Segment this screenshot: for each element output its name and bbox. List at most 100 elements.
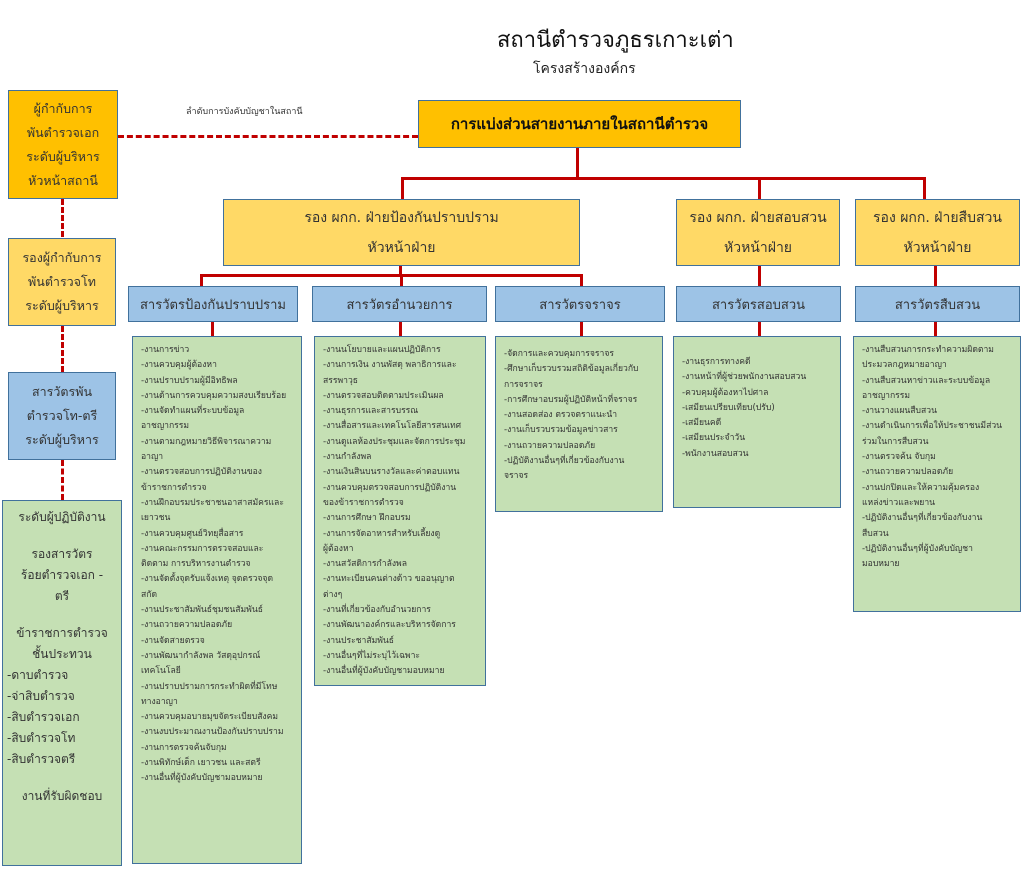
prevention-connector: [399, 266, 402, 276]
task-item: -งานการข่าว: [141, 345, 190, 355]
task-item: -ควบคุมผู้ต้องหาไปศาล: [682, 387, 769, 398]
task-item: อาชญากรรม: [862, 390, 911, 401]
task-item: -งานพิทักษ์เด็ก เยาวชน และสตรี: [141, 758, 261, 769]
task-item: -งานปราบปรามผู้มีอิทธิพล: [141, 375, 238, 386]
command-chain-label: ลำดับการบังคับบัญชาในสถานี: [186, 107, 303, 117]
chain-connector-1: [61, 199, 64, 237]
section-label: สารวัตรป้องกันปราบปราม: [140, 297, 286, 313]
task-item: -งานเงินสินบนรางวัลและค่าตอบแทน: [323, 467, 460, 478]
sub-inspector-line: ร้อยตำรวจเอก -: [20, 568, 104, 582]
rank-item: -สิบตำรวจเอก: [7, 710, 80, 724]
chief-line: พันตำรวจเอก: [26, 124, 100, 140]
task-item: -ปฏิบัติงานอื่นๆที่เกี่ยวข้องกับงาน: [862, 513, 983, 524]
task-item: อาญา: [141, 452, 164, 463]
task-item: -งานสืบสวนหาข่าวและระบบข้อมูล: [862, 375, 991, 386]
task-item: จราจร: [504, 471, 529, 482]
division-drop-1: [401, 177, 404, 199]
task-item: -ปฏิบัติงานอื่นๆที่ผู้บังคับบัญชา: [862, 543, 973, 554]
section-drop-1: [200, 274, 203, 286]
task-item: -งานสื่อสารและเทคโนโลยีสารสนเทศ: [323, 421, 462, 432]
task-item: สืบสวน: [862, 528, 889, 539]
responsibility-label: งานที่รับผิดชอบ: [21, 789, 103, 803]
task-item: ร่วมในการสืบสวน: [862, 436, 929, 447]
tasks-investigation: -งานสืบสวนการกระทำความผิดตามประมวลกฎหมาย…: [853, 336, 1021, 612]
section-drop-2: [400, 274, 403, 286]
task-item: -จัดการและควบคุมการจราจร: [504, 349, 614, 359]
division-title: รอง ผกก. ฝ่ายป้องกันปราบปราม: [304, 209, 499, 226]
task-item: สรรพาวุธ: [323, 375, 359, 386]
section-prevention: สารวัตรป้องกันปราบปราม: [128, 286, 298, 322]
division-inquiry-box: รอง ผกก. ฝ่ายสอบสวน หัวหน้าฝ่าย: [676, 199, 840, 266]
section-label: สารวัตรจราจร: [539, 297, 621, 313]
task-item: -ศึกษาเก็บรวบรวมสถิติข้อมูลเกี่ยวกับ: [504, 364, 639, 375]
task-item: -งานคณะกรรมการตรวจสอบและ: [141, 543, 264, 554]
task-item: -เสมียนประจำวัน: [682, 433, 746, 444]
section-drop-3: [580, 274, 583, 286]
task-item: -งานถวายความปลอดภัย: [504, 440, 596, 451]
task-connector-5: [934, 322, 937, 336]
deputy-box: รองผู้กำกับการ พันตำรวจโท ระดับผู้บริหาร: [8, 238, 116, 326]
task-item: -เสมียนเปรียบเทียบ(ปรับ): [682, 402, 775, 413]
task-item: -งานประชาสัมพันธ์ชุมชนสัมพันธ์: [141, 605, 263, 616]
section-label: สารวัตรสืบสวน: [894, 297, 981, 313]
division-subtitle: หัวหน้าฝ่าย: [903, 239, 972, 256]
chief-box: ผู้กำกับการ พันตำรวจเอก ระดับผู้บริหาร ห…: [8, 90, 118, 199]
task-item: -งานธุรการและสารบรรณ: [323, 406, 419, 417]
task-item: ผู้ต้องหา: [323, 543, 354, 554]
page-subtitle: โครงสร้างองค์กร: [533, 61, 636, 77]
task-item: -งานตามกฎหมายวิธีพิจารณาความ: [141, 436, 272, 447]
section-label: สารวัตรอำนวยการ: [346, 297, 453, 313]
division-bus: [401, 177, 926, 180]
tasks-traffic: -จัดการและควบคุมการจราจร -ศึกษาเก็บรวบรวม…: [495, 336, 663, 512]
task-connector-3: [580, 322, 583, 336]
task-item: -งานพัฒนาองค์กรและบริหารจัดการ: [323, 620, 456, 631]
task-item: -งานวางแผนสืบสวน: [862, 406, 937, 417]
nco-heading: ข้าราชการตำรวจ: [16, 626, 108, 640]
task-item: -งานจัดสายตรวจ: [141, 635, 205, 646]
task-item: -งานประชาสัมพันธ์: [323, 635, 395, 646]
operational-heading: ระดับผู้ปฏิบัติงาน: [18, 510, 106, 524]
task-item: -งานตรวจสอบติดตามประเมินผล: [323, 390, 444, 401]
task-item: ทางอาญา: [141, 696, 178, 707]
section-traffic: สารวัตรจราจร: [495, 286, 665, 322]
task-item: -งานกำลังพล: [323, 452, 372, 463]
task-item: -การศึกษาอบรมผู้ปฏิบัติหน้าที่จราจร: [504, 394, 638, 405]
task-item: แหล่งข่าวและพยาน: [862, 497, 936, 508]
task-item: ติดตาม การบริหารงานตำรวจ: [141, 559, 251, 570]
rank-item: -จ่าสิบตำรวจ: [7, 689, 75, 703]
division-drop-2: [758, 177, 761, 199]
task-item: -งานจัดทำแผนที่ระบบข้อมูล: [141, 406, 245, 417]
inspector-box: สารวัตรพัน ตำรวจโท-ตรี ระดับผู้บริหาร: [8, 372, 116, 460]
root-label: การแบ่งส่วนสายงานภายในสถานีตำรวจ: [450, 115, 709, 133]
investigation-connector: [934, 266, 937, 286]
deputy-line: พันตำรวจโท: [28, 274, 96, 289]
task-item: มอบหมาย: [862, 559, 900, 570]
task-item: -งานฝึกอบรมประชาชนอาสาสมัครและ: [141, 497, 284, 508]
division-prevention-box: รอง ผกก. ฝ่ายป้องกันปราบปราม หัวหน้าฝ่าย: [223, 199, 580, 266]
task-connector-2: [399, 322, 402, 336]
nco-heading: ชั้นประทวน: [32, 647, 92, 661]
deputy-line: ระดับผู้บริหาร: [25, 298, 99, 313]
task-item: เยาวชน: [141, 513, 171, 524]
section-administration: สารวัตรอำนวยการ: [312, 286, 487, 322]
task-item: -งานพัฒนากำลังพล วัสดุอุปกรณ์: [141, 650, 261, 661]
task-item: ของข้าราชการตำรวจ: [323, 497, 404, 508]
tasks-administration: -งานนโยบายและแผนปฏิบัติการ-งานการเงิน งา…: [314, 336, 486, 686]
division-subtitle: หัวหน้าฝ่าย: [723, 239, 793, 256]
task-item: -งานควบคุมศูนย์วิทยุสื่อสาร: [141, 528, 244, 539]
task-item: -งานอื่นที่ผู้บังคับบัญชามอบหมาย: [323, 666, 445, 677]
task-item: ประมวลกฎหมายอาญา: [862, 360, 947, 371]
sub-inspector-line: รองสารวัตร: [31, 547, 93, 561]
inspector-line: ตำรวจโท-ตรี: [26, 408, 98, 423]
chief-line: ผู้กำกับการ: [33, 100, 93, 116]
inquiry-connector: [758, 266, 761, 286]
task-item: -งานธุรการทางคดี: [682, 357, 751, 367]
rank-item: -สิบตำรวจโท: [7, 731, 76, 745]
division-title: รอง ผกก. ฝ่ายสอบสวน: [689, 209, 827, 226]
task-item: -งานเก็บรวบรวมข้อมูลข่าวสาร: [504, 425, 618, 436]
task-item: -งานอื่นที่ผู้บังคับบัญชามอบหมาย: [141, 773, 263, 784]
root-connector: [576, 148, 579, 178]
task-item: ข้าราชการตำรวจ: [141, 482, 207, 493]
rank-item: -ดาบตำรวจ: [7, 668, 69, 682]
sub-inspector-line: ตรี: [54, 589, 70, 603]
